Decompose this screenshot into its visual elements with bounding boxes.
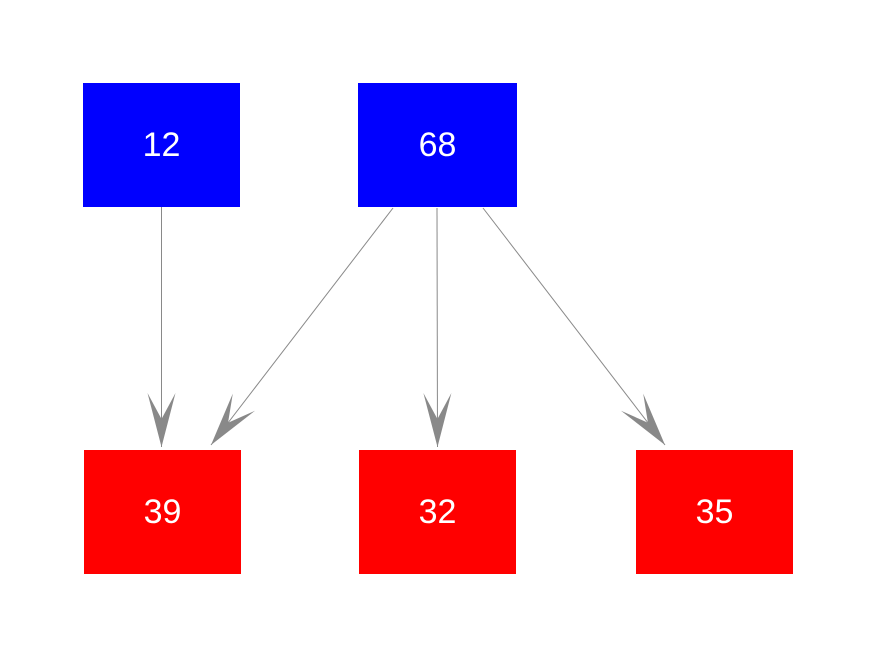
node-68[interactable]: 68: [358, 83, 517, 207]
node-35[interactable]: 35: [636, 450, 793, 574]
node-12[interactable]: 12: [83, 83, 240, 207]
node-32[interactable]: 32: [359, 450, 516, 574]
edge-68-to-39: [210, 207, 394, 446]
edge-68-to-35: [482, 207, 666, 446]
node-35-label: 35: [695, 493, 734, 531]
node-39[interactable]: 39: [84, 450, 241, 574]
node-39-label: 39: [143, 493, 182, 531]
edge-68-to-32: [423, 207, 452, 448]
node-68-label: 68: [418, 126, 457, 164]
node-32-label: 32: [418, 493, 457, 531]
node-12-label: 12: [142, 126, 181, 164]
